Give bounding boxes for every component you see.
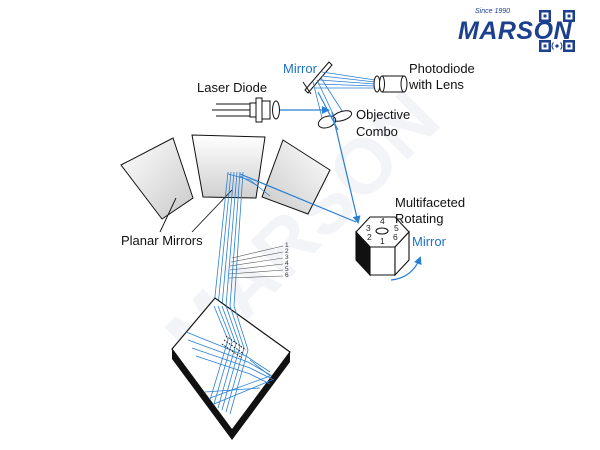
collimating-lens bbox=[272, 100, 280, 120]
rotating-mirror-label: Mirror bbox=[412, 234, 446, 249]
beam-number-leaders bbox=[228, 245, 284, 279]
scan-beam-bundle bbox=[213, 171, 271, 307]
planar-mirror-middle bbox=[191, 134, 266, 199]
beam-number: 1 bbox=[285, 242, 289, 249]
polygon-to-planar-beam bbox=[239, 173, 357, 223]
brand-logo: MARSON bbox=[458, 17, 573, 45]
multifaceted-rotating-mirror bbox=[355, 216, 410, 277]
laser-diode bbox=[212, 97, 271, 123]
block-beam-pattern bbox=[185, 305, 275, 415]
facet-number: 3 bbox=[366, 223, 371, 233]
block-raster-marks bbox=[221, 335, 247, 359]
mirror-label: Mirror bbox=[283, 61, 317, 76]
planar-mirror-right bbox=[261, 139, 331, 215]
planar-mirrors-label: Planar Mirrors bbox=[121, 233, 203, 248]
rotation-arrow-icon bbox=[390, 256, 422, 281]
photodiode-with-lens bbox=[373, 75, 408, 93]
multifaceted-label-line1: Multifaceted bbox=[395, 195, 466, 210]
beam-number: 2 bbox=[285, 248, 289, 255]
scanner-window-block bbox=[171, 297, 291, 440]
planar-mirror-left bbox=[120, 137, 194, 220]
fold-mirror bbox=[302, 61, 333, 95]
beam-number: 5 bbox=[285, 266, 289, 273]
photodiode-label-line1: Photodiode bbox=[409, 61, 475, 76]
beam-number: 4 bbox=[285, 260, 289, 267]
facet-number: 5 bbox=[394, 223, 399, 233]
multifaceted-label-line2: Rotating bbox=[395, 211, 444, 226]
photodiode-label-line2: with Lens bbox=[409, 77, 464, 92]
laser-diode-label: Laser Diode bbox=[197, 80, 268, 95]
return-beams bbox=[312, 71, 376, 119]
objective-label-line1: Objective bbox=[356, 107, 411, 122]
facet-number: 4 bbox=[380, 216, 385, 226]
facet-number: 1 bbox=[380, 236, 385, 246]
brand-since: Since 1990 bbox=[475, 8, 511, 15]
beam-number: 6 bbox=[285, 272, 289, 279]
objective-to-polygon-beam bbox=[331, 111, 361, 224]
objective-label-line2: Combo bbox=[356, 124, 398, 139]
facet-number: 6 bbox=[393, 232, 398, 242]
qr-code-icon bbox=[539, 10, 575, 52]
mirror-to-polygon-beam bbox=[317, 91, 339, 131]
beam-number: 3 bbox=[285, 254, 289, 261]
facet-number: 2 bbox=[367, 232, 372, 242]
